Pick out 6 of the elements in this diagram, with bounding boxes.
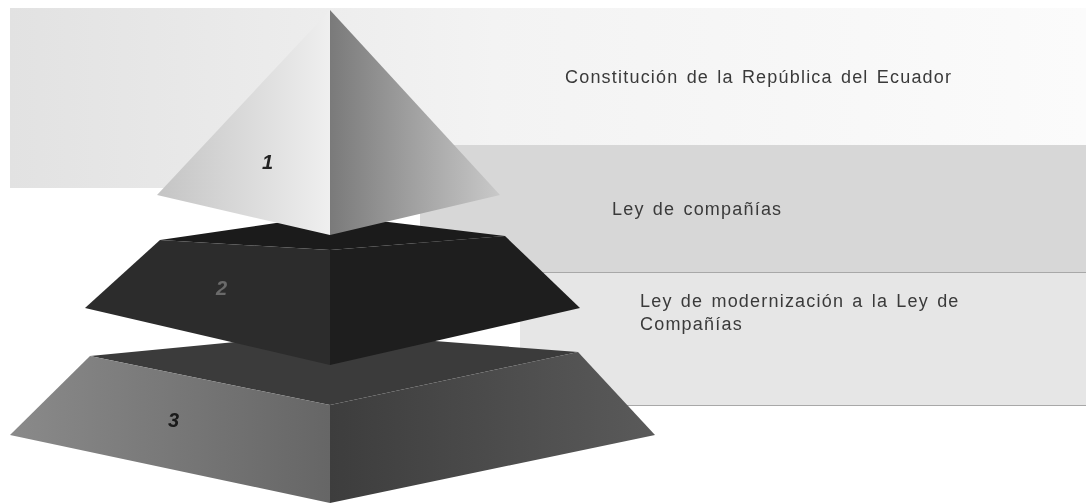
level-text: Ley de modernización a la Ley de Compañías: [640, 290, 961, 336]
level-band: [420, 145, 1086, 273]
level-text: Ley de compañías: [612, 198, 784, 221]
level-band: [520, 273, 1086, 406]
tier-number: 1: [262, 152, 274, 172]
level-text: Constitución de la República del Ecuador: [565, 66, 954, 89]
